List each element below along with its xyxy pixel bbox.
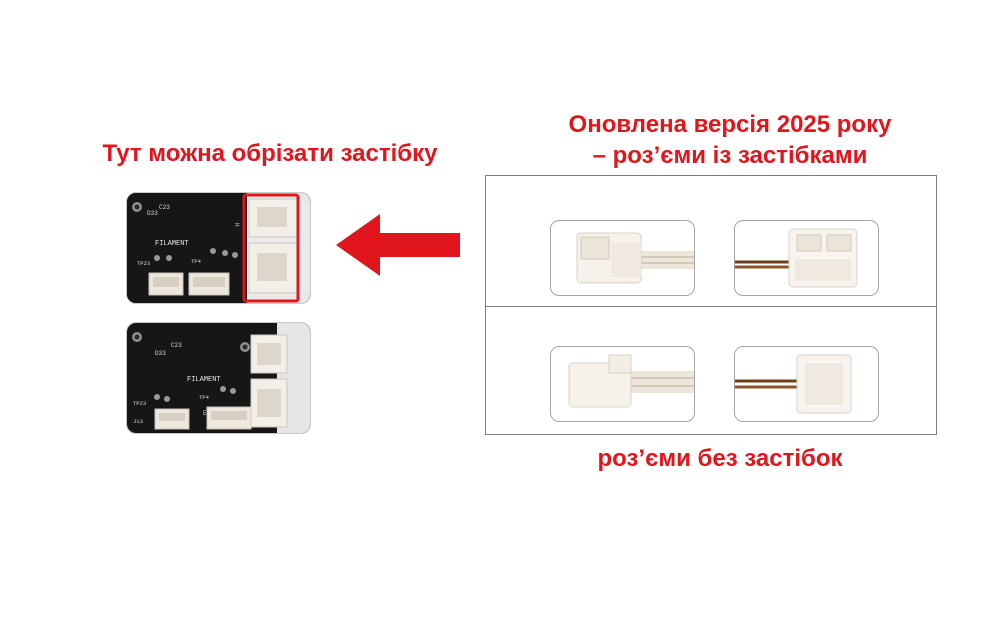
board-photo-highlighted: D33 C23 FILAMENT TP23 TP4 H — [126, 192, 311, 304]
caption-without-latches: роз’єми без застібок — [597, 445, 843, 472]
label-tp23: TP23 — [137, 260, 150, 267]
connector-latched-side-photo — [550, 220, 695, 296]
svg-text:C23: C23 — [171, 342, 182, 349]
connector-comparison-grid — [485, 175, 937, 435]
label-tp4: TP4 — [191, 258, 202, 265]
pcb-illustration: D33 C23 FILAMENT TP23 TP4 H — [127, 193, 310, 303]
caption-cut-latch: Тут можна обрізати застібку — [102, 140, 438, 167]
label-e: E — [203, 410, 207, 417]
label-c23: C23 — [159, 204, 170, 211]
connector-plain-side-photo — [550, 346, 695, 422]
board-photo-trimmed: D33 C23 FILAMENT TP23 TP4 J13 E — [126, 322, 311, 434]
connector-plain-top-photo — [734, 346, 879, 422]
arrow-left-icon — [336, 214, 460, 276]
svg-text:TP4: TP4 — [199, 394, 210, 401]
label-d33: D33 — [147, 210, 158, 217]
svg-text:TP23: TP23 — [133, 400, 146, 407]
connector-latched-top-photo — [734, 220, 879, 296]
highlight-box — [242, 193, 300, 303]
label-j13: J13 — [133, 418, 143, 425]
label-h: H — [233, 223, 240, 227]
grid-divider — [486, 306, 936, 307]
caption-with-latches: – роз’єми із застібками — [592, 142, 868, 169]
pcb-illustration-2: D33 C23 FILAMENT TP23 TP4 J13 E — [127, 323, 310, 433]
svg-text:D33: D33 — [155, 350, 166, 357]
svg-text:FILAMENT: FILAMENT — [187, 376, 221, 384]
caption-updated-version: Оновлена версія 2025 року — [568, 111, 892, 138]
label-filament: FILAMENT — [155, 240, 189, 248]
